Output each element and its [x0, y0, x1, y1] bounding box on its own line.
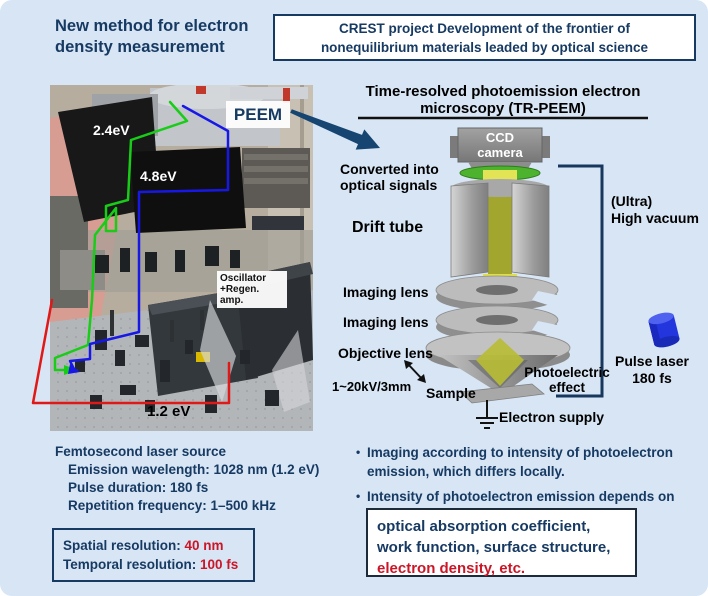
depends-line-highlight: electron density, etc.	[377, 560, 526, 577]
imaging-lens-2-label: Imaging lens	[343, 314, 429, 330]
imaging-lens-1-label: Imaging lens	[343, 284, 429, 300]
bullet-icon: •	[356, 445, 361, 459]
notes: • Imaging according to intensity of phot…	[356, 443, 706, 506]
drift-tube-label: Drift tube	[352, 219, 424, 236]
gap-double-arrow	[404, 360, 426, 383]
sample-plate	[459, 383, 545, 404]
vacuum-label: (Ultra) High vacuum	[611, 193, 699, 226]
page-title: New method for electron density measurem…	[55, 17, 249, 56]
spatial-resolution-value: 40 nm	[184, 538, 224, 553]
laser-specs: Femtosecond laser source Emission wavele…	[55, 443, 319, 515]
depends-line: work function, surface structure,	[377, 539, 611, 556]
microscope-diagram	[358, 116, 680, 429]
temporal-resolution-value: 100 fs	[200, 557, 239, 572]
laser-spec-item: Emission wavelength: 1028 nm (1.2 eV)	[68, 462, 320, 477]
temporal-resolution-label: Temporal resolution:	[63, 557, 201, 572]
lab-photo	[31, 85, 313, 431]
ccd-camera-box	[457, 127, 543, 163]
peem-label-text: PEEM	[233, 104, 283, 124]
objective-lens-label: Objective lens	[338, 345, 433, 361]
bullet-icon: •	[356, 489, 361, 503]
blue-beam-energy-label: 4.8eV	[140, 168, 177, 184]
note-item: • Intensity of photoelectron emission de…	[356, 487, 706, 506]
vacuum-bracket	[556, 164, 604, 398]
peem-pointer-arrow	[290, 109, 380, 150]
imaging-lens-1-body	[435, 275, 562, 311]
oscillator-label: Oscillator +Regen. amp.	[217, 271, 287, 308]
note-text: Intensity of photoelectron emission depe…	[367, 489, 675, 504]
resolution-box: Spatial resolution: 40 nm Temporal resol…	[52, 528, 255, 582]
crest-banner: CREST project Development of the frontie…	[273, 14, 696, 61]
note-item: • Imaging according to intensity of phot…	[356, 443, 706, 481]
drift-tube-body	[450, 179, 550, 278]
laser-spec-item: Repetition frequency: 1–500 kHz	[68, 498, 276, 513]
green-beam-energy-label: 2.4eV	[93, 122, 130, 138]
pulse-laser-icon	[648, 312, 680, 348]
temporal-resolution-line: Temporal resolution: 100 fs	[63, 555, 253, 574]
pulse-laser-label: Pulse laser 180 fs	[615, 353, 689, 386]
spatial-resolution-label: Spatial resolution:	[63, 538, 185, 553]
depends-line: optical absorption coefficient,	[377, 518, 591, 535]
electron-supply-label: Electron supply	[499, 409, 605, 425]
note-text: Imaging according to intensity of photoe…	[367, 445, 674, 479]
green-beam-path	[53, 100, 189, 372]
photoelectric-effect-label: Photoelectric effect	[524, 365, 610, 395]
laser-specs-heading: Femtosecond laser source	[55, 444, 227, 459]
sample-label: Sample	[426, 385, 476, 401]
red-beam-path	[31, 298, 231, 405]
crest-banner-text: CREST project Development of the frontie…	[320, 20, 649, 55]
ground-symbol	[476, 400, 498, 429]
voltage-gap-label: 1~20kV/3mm	[332, 379, 412, 394]
spatial-resolution-line: Spatial resolution: 40 nm	[63, 536, 253, 555]
diagram-title: Time-resolved photoemission electron mic…	[365, 83, 641, 117]
red-beam-energy-label: 1.2 eV	[147, 403, 191, 420]
ccd-camera-label: CCD camera	[477, 130, 523, 160]
peem-label: PEEM	[226, 101, 290, 128]
converted-label: Converted into optical signals	[340, 161, 439, 193]
blue-beam-path	[68, 104, 230, 371]
laser-spec-item: Pulse duration: 180 fs	[68, 480, 209, 495]
depends-box: optical absorption coefficient, work fun…	[366, 508, 637, 577]
